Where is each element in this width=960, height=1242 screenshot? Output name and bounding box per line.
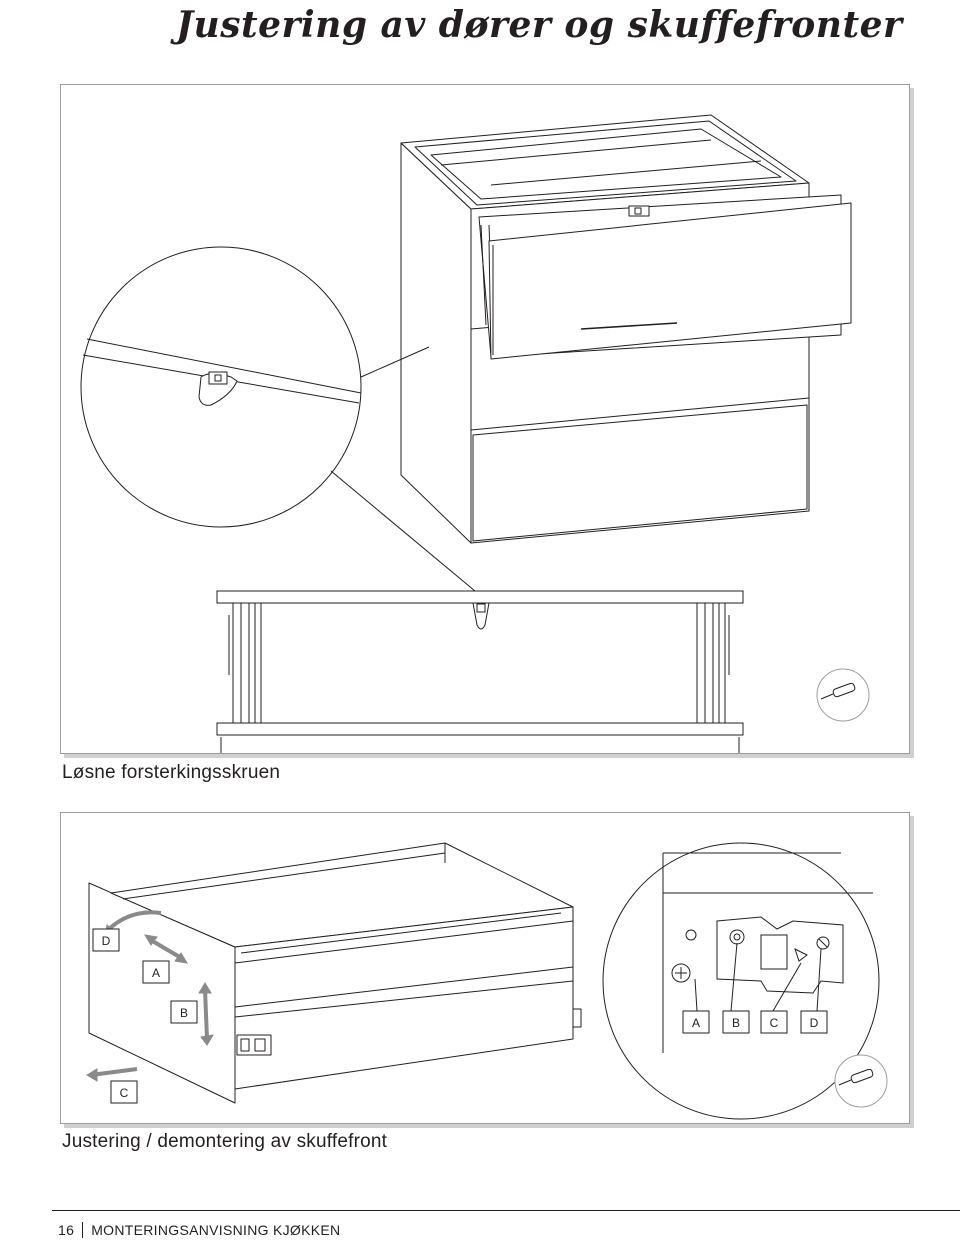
page-title: Justering av dører og skuffefronter xyxy=(176,4,903,46)
hinge-detail-circle: A B C D xyxy=(602,842,880,1120)
drawer-front-view xyxy=(216,590,744,753)
svg-text:B: B xyxy=(180,1006,188,1020)
svg-text:B: B xyxy=(732,1016,740,1030)
drawer-drawing xyxy=(88,842,582,1104)
label-b: B xyxy=(170,1000,198,1024)
svg-text:C: C xyxy=(120,1086,129,1100)
footer-separator xyxy=(82,1222,84,1238)
footer-section: MONTERINGSANVISNING KJØKKEN xyxy=(91,1222,341,1238)
screwdriver-icon xyxy=(816,668,870,722)
footer: 16 MONTERINGSANVISNING KJØKKEN xyxy=(58,1222,340,1238)
cabinet-illustration-panel xyxy=(60,84,910,754)
label-d: D xyxy=(92,928,120,952)
caption-drawer-adjustment: Justering / demontering av skuffefront xyxy=(62,1131,388,1152)
svg-text:A: A xyxy=(692,1016,700,1030)
magnifier-circle xyxy=(80,246,482,597)
label-a: A xyxy=(142,960,170,984)
drawer-adjustment-panel: D A B C xyxy=(60,812,910,1124)
page-number: 16 xyxy=(58,1222,75,1238)
svg-text:D: D xyxy=(102,934,111,948)
label-c: C xyxy=(110,1080,138,1104)
screwdriver-icon xyxy=(834,1054,888,1108)
caption-loosen-screw: Løsne forsterkingsskruen xyxy=(62,762,281,783)
svg-text:D: D xyxy=(810,1016,819,1030)
footer-divider xyxy=(52,1210,960,1211)
svg-text:A: A xyxy=(152,966,160,980)
svg-text:C: C xyxy=(770,1016,779,1030)
cabinet-drawing xyxy=(400,114,852,544)
